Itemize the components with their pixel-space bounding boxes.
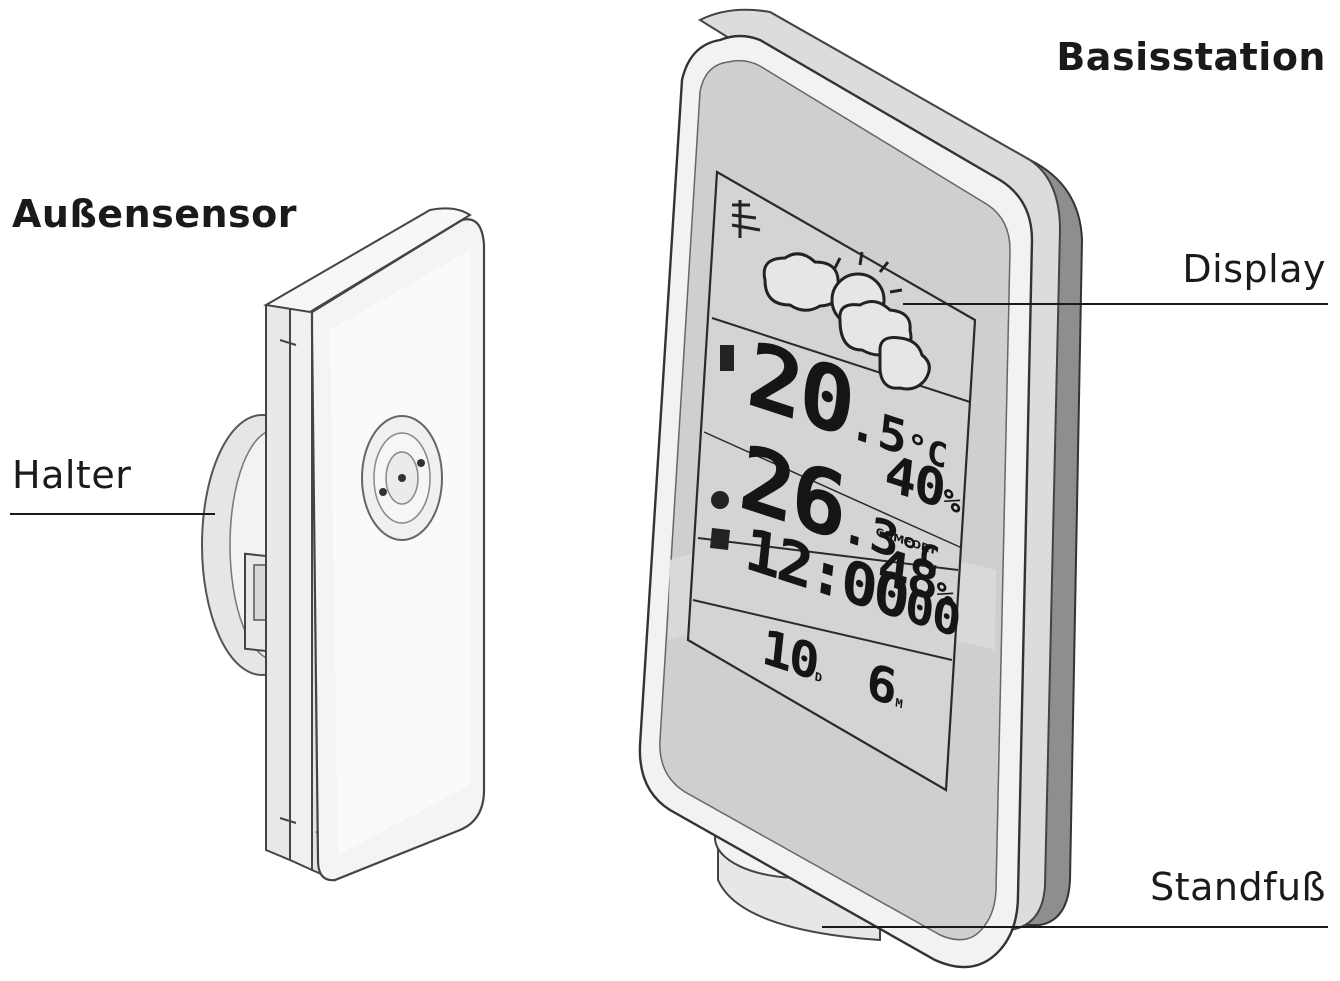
base-station	[638, 8, 1084, 969]
lcd-seconds: 00	[902, 577, 962, 649]
radio-signal-icon	[731, 200, 761, 238]
leader-stand	[822, 926, 1328, 928]
weather-cloud-sun-icon	[762, 251, 931, 391]
house-icon	[720, 345, 734, 371]
lcd-day-marker: D	[814, 669, 823, 686]
label-stand: Standfuß	[1150, 865, 1326, 909]
leader-display	[903, 303, 1328, 305]
label-holder: Halter	[12, 453, 132, 497]
label-display: Display	[1182, 247, 1326, 291]
sensor-button-icon	[361, 415, 443, 541]
label-outdoor-sensor: Außensensor	[12, 192, 298, 236]
leader-holder	[10, 513, 215, 515]
lcd-screen	[686, 170, 977, 792]
indoor-icon	[711, 491, 729, 509]
lcd-day: 10	[758, 617, 820, 692]
alarm-icon	[710, 528, 730, 550]
lcd-month-marker: M	[894, 695, 904, 712]
label-base-station: Basisstation	[1056, 35, 1326, 79]
outdoor-sensor	[201, 207, 486, 882]
